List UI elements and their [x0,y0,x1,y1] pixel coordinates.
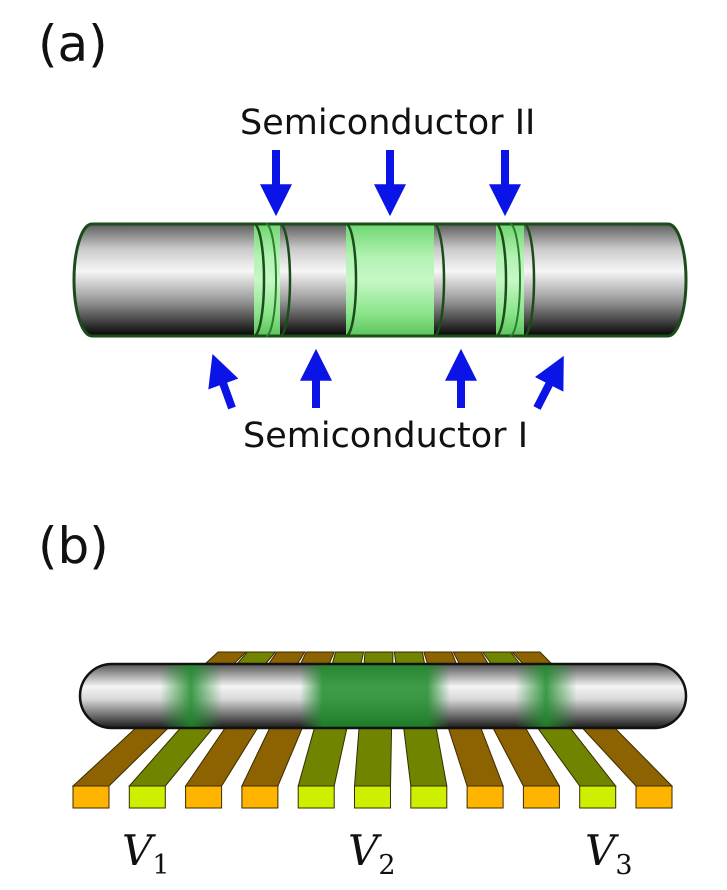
gate-electrode [72,785,110,809]
v1-label: V1 [122,826,170,881]
semiconductor-i-arrows [208,348,564,410]
gate-voltage-labels: V1 V2 V3 [122,826,633,881]
segment-semiconductor-ii [346,224,434,336]
gate-electrode [185,785,223,809]
semiconductor-ii-region [300,664,450,728]
gate-electrode [466,785,504,809]
wire-right-cap [650,224,686,336]
semiconductor-ii-arrows [260,150,521,217]
gate-electrode [635,785,673,809]
nanowire-b [78,662,688,730]
panel-b-label: (b) [38,517,109,575]
up-arrow-icon [208,353,239,410]
gate-electrode [297,785,335,809]
semiconductor-ii-region [160,664,222,728]
gate-electrode [354,785,391,809]
panel-b: (b) V1 V2 V3 [38,517,688,881]
gate-electrode [128,785,166,809]
semiconductor-i-label: Semiconductor I [243,416,528,456]
v3-label: V3 [585,826,633,881]
v2-label: V2 [348,826,396,881]
gate-array-front [72,785,673,809]
up-arrow-icon [533,355,564,410]
panel-a-label: (a) [38,15,108,73]
segment-semiconductor-i [92,224,254,336]
gate-electrode [579,785,617,809]
gate-electrode [241,785,279,809]
gate-electrode [410,785,448,809]
gate-electrode [522,785,560,809]
semiconductor-ii-region [515,664,577,728]
nanowire-heterostructure [72,222,688,338]
panel-a: (a) Semiconductor II Semiconductor I [38,15,688,456]
semiconductor-ii-label: Semiconductor II [240,103,535,143]
segment-semiconductor-i [524,224,670,336]
